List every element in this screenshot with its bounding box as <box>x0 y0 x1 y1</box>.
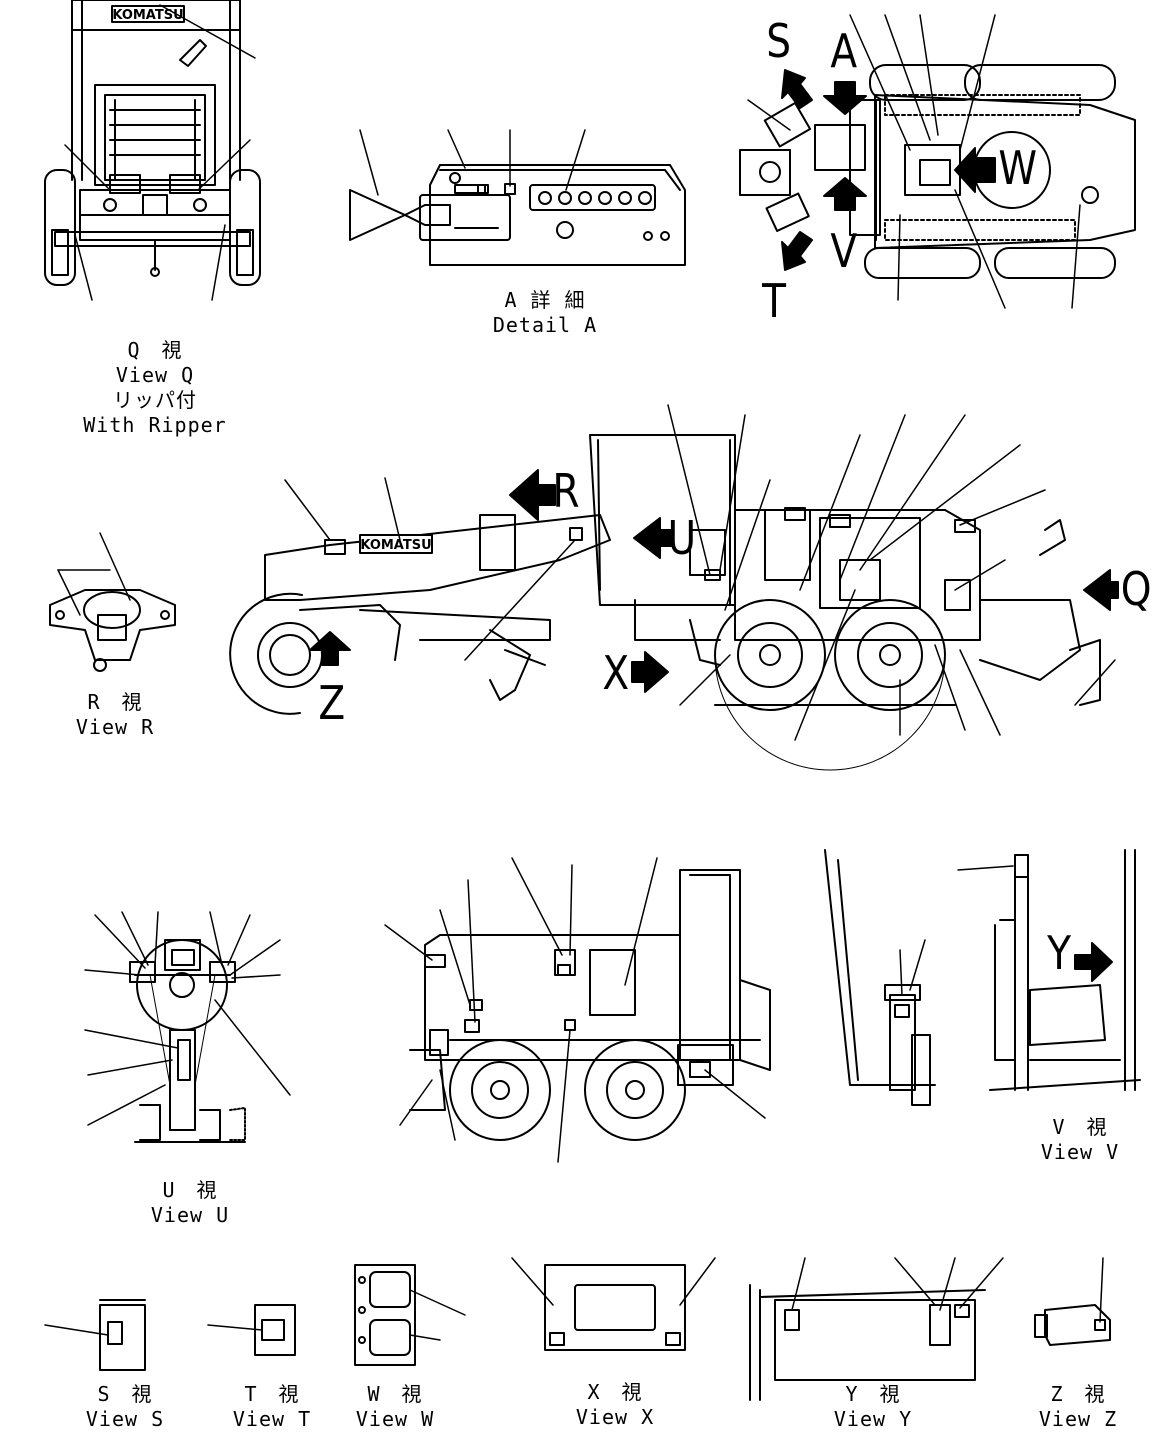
view-t-drawing <box>207 1304 296 1356</box>
view-letter-y: Y <box>1047 926 1072 980</box>
view-letter-t: T <box>762 274 787 328</box>
caption-s-jp: S 視 <box>97 1382 153 1406</box>
caption-y-en: View Y <box>833 1407 913 1431</box>
caption-t-jp: T 視 <box>244 1382 300 1406</box>
logo-text-q: KOMATSU <box>112 8 183 23</box>
caption-view-v: V 視 View V <box>1020 1115 1140 1165</box>
view-x-drawing <box>511 1257 716 1351</box>
caption-view-t: T 視 View T <box>212 1382 332 1432</box>
view-letter-z: Z <box>318 676 346 730</box>
caption-v-en: View V <box>1040 1140 1120 1164</box>
view-w-drawing <box>354 1264 466 1366</box>
caption-view-r: R 視 View R <box>55 690 175 740</box>
caption-z-en: View Z <box>1038 1407 1118 1431</box>
caption-view-q: Q 視 View Q リッパ付 With Ripper <box>55 338 255 438</box>
view-letter-r: R <box>552 464 580 518</box>
view-letter-a: A <box>830 24 858 78</box>
caption-view-w: W 視 View W <box>335 1382 455 1432</box>
caption-y-jp: Y 視 <box>845 1382 901 1406</box>
view-v-drawing <box>824 849 1141 1106</box>
view-r-drawing <box>49 532 176 672</box>
view-letter-v: V <box>830 224 858 278</box>
caption-x-en: View X <box>575 1405 655 1429</box>
caption-w-jp: W 視 <box>367 1382 423 1406</box>
view-letter-u: U <box>667 511 697 565</box>
rear-side-view-drawing <box>384 857 771 1163</box>
caption-q-jp: Q 視 <box>127 338 183 362</box>
view-z-drawing <box>1034 1257 1111 1346</box>
view-y-drawing <box>749 1257 1004 1401</box>
view-letter-x: X <box>602 646 630 700</box>
caption-view-z: Z 視 View Z <box>1018 1382 1138 1432</box>
caption-view-s: S 視 View S <box>65 1382 185 1432</box>
plan-view-drawing <box>739 14 1136 309</box>
logo-text-side: KOMATSU <box>360 538 431 553</box>
caption-s-en: View S <box>85 1407 165 1431</box>
caption-detail-en: Detail A <box>492 313 598 337</box>
caption-u-jp: U 視 <box>162 1178 218 1202</box>
view-letter-s: S <box>766 14 792 68</box>
caption-x-jp: X 視 <box>587 1380 643 1404</box>
caption-w-en: View W <box>355 1407 435 1431</box>
caption-r-jp: R 視 <box>87 690 143 714</box>
caption-q-en2: With Ripper <box>83 413 227 437</box>
caption-t-en: View T <box>232 1407 312 1431</box>
caption-r-en: View R <box>75 715 155 739</box>
caption-z-jp: Z 視 <box>1050 1382 1106 1406</box>
caption-q-jp2: リッパ付 <box>113 388 197 412</box>
side-view-drawing: KOMATSU <box>229 404 1119 771</box>
view-letter-w: W <box>998 141 1038 195</box>
view-q-drawing: KOMATSU <box>44 0 261 301</box>
caption-view-u: U 視 View U <box>130 1178 250 1228</box>
caption-u-en: View U <box>150 1203 230 1227</box>
view-letter-q: Q <box>1120 562 1152 616</box>
caption-view-y: Y 視 View Y <box>813 1382 933 1432</box>
caption-detail-a: A 詳 細 Detail A <box>470 288 620 338</box>
view-s-drawing <box>44 1299 146 1371</box>
caption-v-jp: V 視 <box>1052 1115 1108 1139</box>
caption-q-en: View Q <box>115 363 195 387</box>
detail-a-drawing <box>349 129 686 266</box>
caption-view-x: X 視 View X <box>555 1380 675 1430</box>
caption-detail-jp: A 詳 細 <box>504 288 586 312</box>
view-u-drawing <box>84 911 291 1143</box>
